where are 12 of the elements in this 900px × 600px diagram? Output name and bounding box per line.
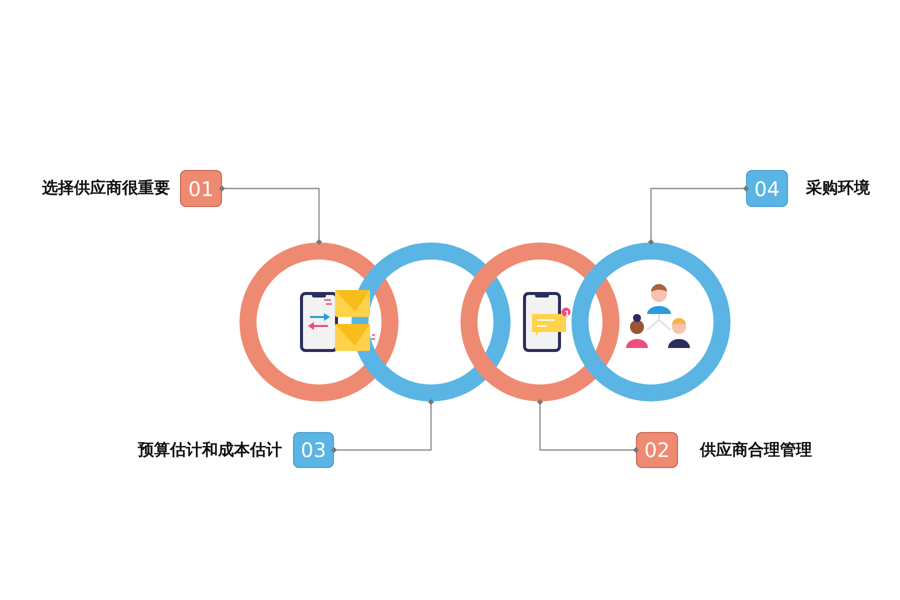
number-badge: 03 <box>293 432 334 468</box>
step-label: 采购环境 <box>806 176 871 198</box>
leader-line <box>331 399 434 453</box>
step-label: 供应商合理管理 <box>700 438 813 460</box>
step-label: 预算估计和成本估计 <box>136 438 282 460</box>
number-badge: 02 <box>636 432 678 468</box>
step-label: 选择供应商很重要 <box>41 176 170 198</box>
leader-line <box>537 399 639 453</box>
leader-line <box>219 186 322 245</box>
number-badge: 04 <box>746 170 788 207</box>
leader-line <box>648 186 749 245</box>
number-badge: 01 <box>180 170 222 207</box>
